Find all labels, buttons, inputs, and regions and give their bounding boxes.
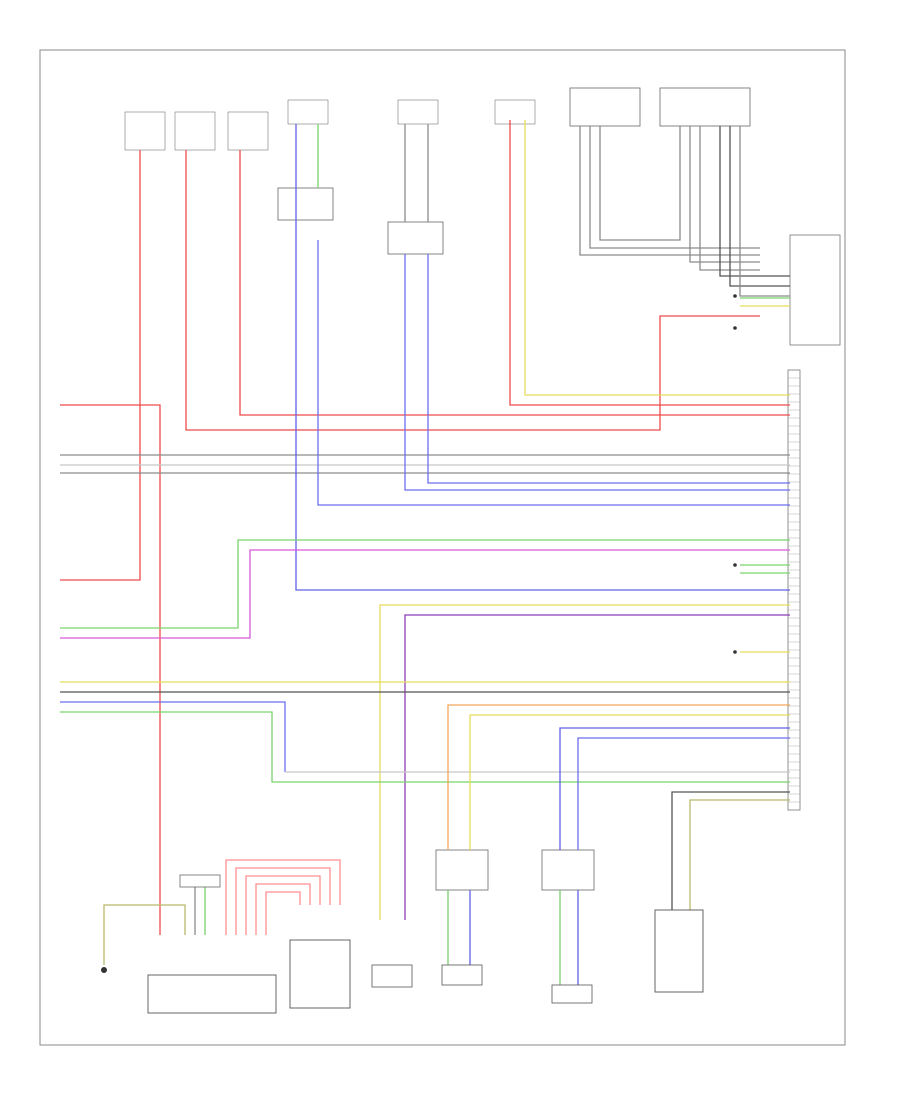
wire-blue-6 (577, 737, 790, 850)
top-right-connector (789, 234, 841, 346)
controller-box (147, 974, 277, 1014)
front-seat-switch (371, 964, 413, 988)
controller-connector (179, 874, 221, 888)
wire-orange-1 (447, 704, 790, 850)
top-connector-a (569, 87, 641, 127)
top-switch-a (277, 187, 334, 221)
wire-olive-1 (689, 799, 790, 910)
wire-gray-b8 (739, 126, 790, 297)
wire-blue-4 (60, 701, 286, 772)
connector-pins (788, 377, 800, 803)
right-seat-switch (551, 984, 593, 1004)
wire-red-fan-3 (245, 875, 321, 935)
terminal-dots (733, 294, 737, 654)
top-fuse-box-2 (174, 111, 216, 151)
wire-yellow-top (524, 120, 790, 396)
wire-green-2 (60, 539, 790, 629)
sensor-box (654, 909, 704, 993)
wire-red-5 (509, 120, 790, 406)
wire-blue-2 (404, 254, 790, 491)
wire-gray-b4 (689, 126, 760, 263)
top-sensor-connector-1 (287, 99, 329, 125)
wire-green-3 (60, 711, 790, 783)
left-seat-lower-1 (441, 964, 483, 986)
wire-gray-b1 (579, 126, 760, 256)
wire-red-2 (60, 404, 161, 935)
top-connector-b (659, 87, 751, 127)
left-seat-sensor-2 (541, 849, 595, 891)
wire-red-4 (239, 150, 790, 416)
wire-magenta-1 (60, 549, 790, 639)
ground-icon (101, 967, 107, 973)
wire-red-fan-2 (235, 867, 331, 935)
wire-red-fan-4 (255, 883, 311, 935)
wire-violet-1 (295, 124, 790, 591)
wire-yellow-2 (379, 604, 790, 920)
wire-blue-3 (427, 254, 790, 484)
top-fuse-box-1 (124, 111, 166, 151)
wire-red-1 (60, 150, 141, 581)
top-switch-b (387, 221, 444, 255)
wire-gray-b2 (589, 126, 760, 249)
wire-yellow-4 (469, 714, 790, 850)
top-sensor-connector-2 (397, 99, 439, 125)
wire-violet-2 (404, 614, 790, 920)
center-console-module (289, 939, 351, 1009)
wire-gray-b3 (599, 126, 681, 241)
left-seat-sensor-1 (435, 849, 489, 891)
top-sensor-connector-3 (494, 99, 536, 125)
wire-red-fan-5 (265, 891, 301, 935)
top-fuse-box-3 (227, 111, 269, 151)
wire-gray-b6 (719, 126, 790, 277)
wires (60, 120, 790, 985)
wire-red-3 (185, 150, 760, 431)
wire-gray-b7 (729, 126, 790, 287)
wire-blue-1 (317, 240, 790, 506)
diagram-border (39, 49, 846, 1046)
wire-dark-1 (671, 791, 790, 910)
wire-blue-5 (559, 727, 790, 850)
wire-olive-gnd (103, 904, 186, 965)
wire-red-fan-1 (225, 859, 341, 935)
